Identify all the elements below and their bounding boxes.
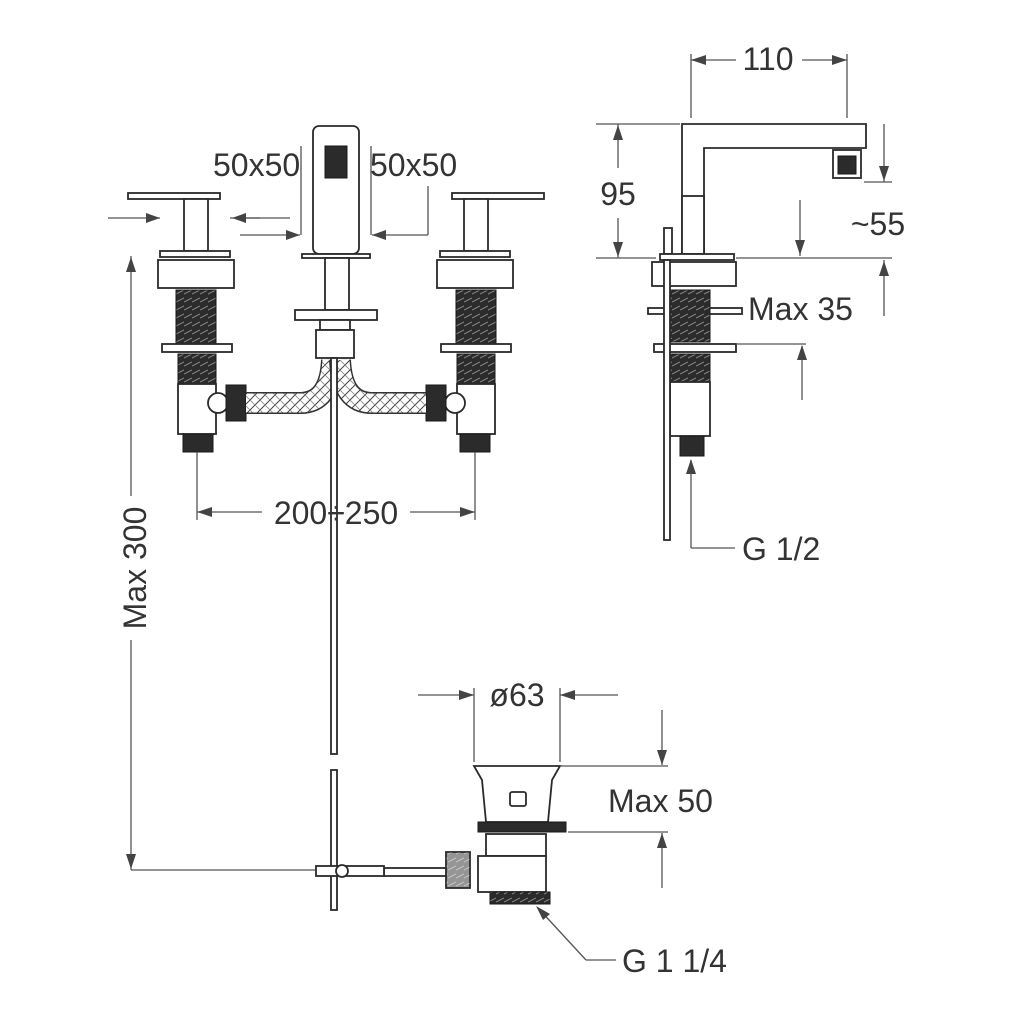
label-waste-thread: G 1 1/4	[622, 943, 727, 979]
label-spout-square-left: 50x50	[213, 147, 300, 183]
label-waste-diameter: ø63	[489, 677, 544, 713]
waste-assembly	[315, 765, 567, 905]
label-max-height: Max 300	[117, 507, 153, 630]
front-dimensions: 50x50 50x50 200÷250 Max 300	[108, 146, 476, 871]
label-spout-square-right: 50x50	[370, 147, 457, 183]
label-handle-spacing: 200÷250	[274, 495, 398, 531]
pop-up-rod	[330, 357, 338, 911]
right-handle	[425, 192, 545, 453]
front-view-mixer	[127, 125, 545, 911]
label-waste-max-thickness: Max 50	[608, 783, 713, 819]
waste-dimensions: ø63 Max 50 G 1 1/4	[418, 677, 727, 979]
label-spout-height: 95	[600, 176, 636, 212]
label-max-deck-thickness: Max 35	[748, 291, 853, 327]
spout	[294, 125, 378, 359]
label-inlet-thread: G 1/2	[742, 531, 820, 567]
side-view-mixer	[647, 123, 867, 541]
label-outlet-height: ~55	[851, 206, 905, 242]
label-spout-reach: 110	[742, 41, 793, 77]
side-dimensions: 110 95 ~55 Max 35 G 1/2	[596, 41, 905, 567]
left-handle	[127, 192, 247, 453]
